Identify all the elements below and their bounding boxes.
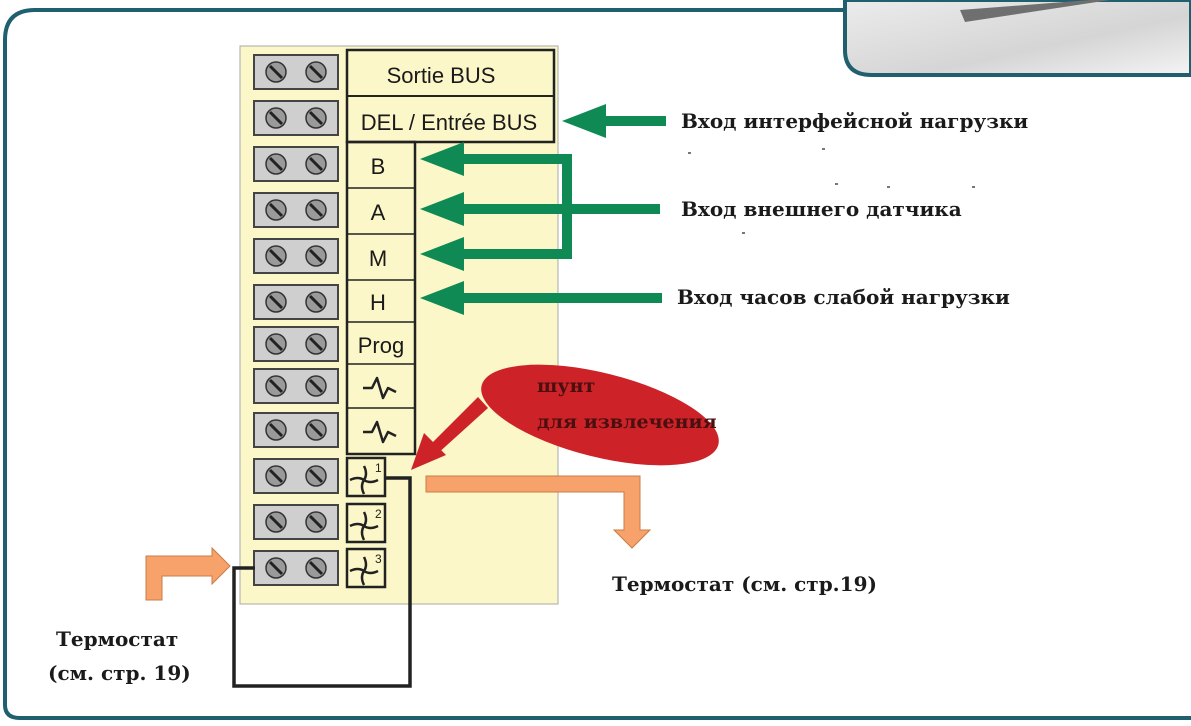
shunt-highlight <box>481 364 719 466</box>
screw-icon <box>305 419 327 441</box>
signal-label-box <box>345 140 417 456</box>
caption-sensor-input: Вход внешнего датчика <box>681 197 962 221</box>
caption-thermostat-left-1: Термостат <box>56 627 178 651</box>
terminal-row <box>253 192 339 228</box>
fan-boxes: 1 2 3 <box>345 456 387 589</box>
fan-index-label: 1 <box>375 461 382 475</box>
label-sortie-bus: Sortie BUS <box>387 63 496 88</box>
shunt-label-line2: для извлечения <box>537 411 717 433</box>
screw-icon <box>265 61 287 83</box>
screw-icon <box>265 511 287 533</box>
label-prog: Prog <box>358 333 404 358</box>
fan-index-label: 3 <box>375 552 382 566</box>
label-del-entree-bus: DEL / Entrée BUS <box>361 110 537 135</box>
screw-icon <box>305 199 327 221</box>
terminal-row <box>253 412 339 448</box>
outer-frame <box>3 8 1191 720</box>
caption-load-input: Вход интерфейсной нагрузки <box>681 109 1028 133</box>
label-a: A <box>371 200 386 225</box>
screw-icon <box>305 61 327 83</box>
shunt-label-line1: шунт <box>537 375 595 397</box>
shunt-wire <box>232 476 412 688</box>
fan-index-label: 2 <box>375 507 382 521</box>
screw-icon <box>265 465 287 487</box>
terminal-row <box>253 504 339 540</box>
label-m: M <box>369 246 387 271</box>
terminal-row <box>253 458 339 494</box>
screw-icon <box>305 153 327 175</box>
scan-specks <box>688 148 975 234</box>
screw-icon <box>265 375 287 397</box>
terminal-row <box>253 146 339 182</box>
screw-icon <box>305 465 327 487</box>
orange-arrow-right <box>425 475 652 549</box>
terminal-row <box>253 54 339 90</box>
waveform-icon <box>363 420 397 444</box>
terminal-row <box>253 550 339 586</box>
screw-icon <box>305 557 327 579</box>
terminal-panel <box>239 45 559 605</box>
screw-icon <box>305 511 327 533</box>
bus-label-box <box>345 48 556 144</box>
screw-icon <box>265 419 287 441</box>
terminal-row <box>253 238 339 274</box>
screw-icon <box>305 291 327 313</box>
terminal-block <box>253 54 339 586</box>
photo-inset <box>843 0 1191 77</box>
caption-thermostat-left-2: (см. стр. 19) <box>48 661 191 685</box>
screw-icon <box>265 291 287 313</box>
screw-icon <box>265 199 287 221</box>
terminal-row <box>253 326 339 362</box>
orange-arrow-left <box>145 546 231 601</box>
green-arrows <box>420 104 666 315</box>
terminal-row <box>253 100 339 136</box>
screw-icon <box>265 107 287 129</box>
terminal-row <box>253 368 339 404</box>
screw-icon <box>265 245 287 267</box>
screw-icon <box>305 245 327 267</box>
label-b: B <box>371 154 386 179</box>
waveform-icon <box>363 376 397 400</box>
screw-icon <box>265 557 287 579</box>
terminal-row <box>253 284 339 320</box>
screw-icon <box>265 333 287 355</box>
screw-icon <box>305 333 327 355</box>
fan-icon: 3 <box>345 547 387 589</box>
screw-icon <box>265 153 287 175</box>
caption-thermostat-right: Термостат (см. стр.19) <box>612 572 877 596</box>
shunt-pointer-arrow <box>411 397 488 470</box>
screw-icon <box>305 375 327 397</box>
fan-icon: 2 <box>345 502 387 544</box>
screw-icon <box>305 107 327 129</box>
caption-clock-input: Вход часов слабой нагрузки <box>677 285 1010 309</box>
label-h: H <box>370 290 386 315</box>
